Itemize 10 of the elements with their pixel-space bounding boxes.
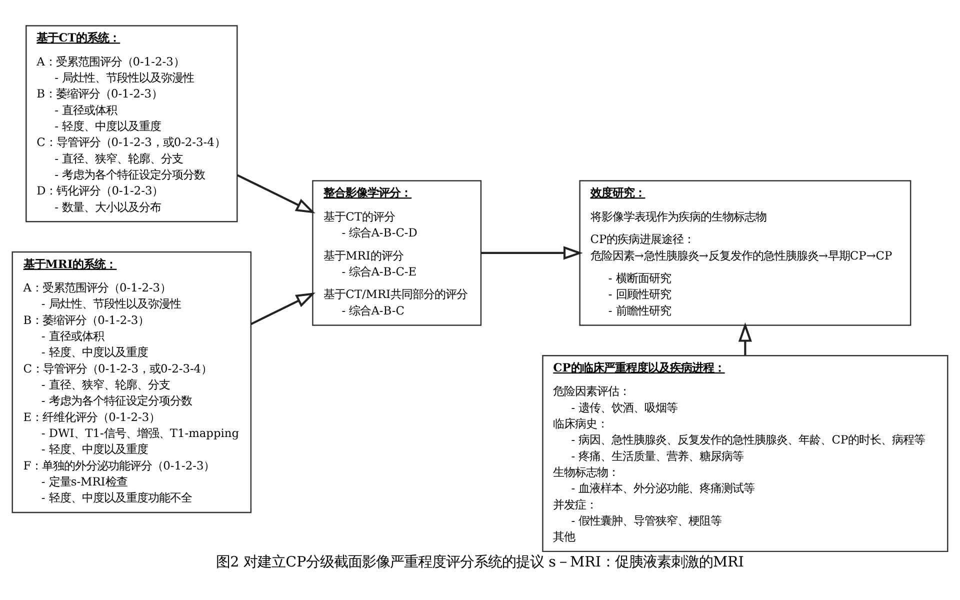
arrow [236, 174, 316, 213]
arrow [738, 322, 752, 356]
node-box: 效度研究： 将影像学表现作为疾病的生物标志物 CP的疾病进展途径： 危险因素→急性胰腺炎→反复发作的急性胰腺炎→早期CP→CP - 横断面研究 - 回顾性研究 - 前瞻性研究 [579, 180, 912, 326]
node-box: 基于MRI的系统： A：受累范围评分（0-1-2-3） - 局灶性、节段性以及弥漫性 B：萎缩评分（0-1-2-3） - 直径或体积 - 轻度、中度以及重度 C：导管评分（0-1-2-3，或0-2-3-4） - 直径、狭窄、轮廓、分支 - 考虑为各个特征设定分项分数 E：纤维化评分（0-1-2-3） - DWI、T1-信号、增强、T1-mapping - 轻度、中度以及重度 F：单独的外分泌功能评分（0-1-2-3） - 定量s-MRI检查 - 轻度、中度以及重度功能不全 [12, 250, 252, 513]
arrow [250, 292, 316, 324]
caption: 图2 对建立CP分级截面影像严重程度评分系统的提议 s－MRI：促胰液素刺激的MRI [216, 554, 744, 570]
node-box: 整合影像学评分： 基于CT的评分 - 综合A-B-C-D 基于MRI的评分 - 综合A-B-C-E 基于CT/MRI共同部分的评分 - 综合A-B-C [312, 180, 482, 326]
node-box: 基于CT的系统： A：受累范围评分（0-1-2-3） - 局灶性、节段性以及弥漫性 B：萎缩评分（0-1-2-3） - 直径或体积 - 轻度、中度以及重度 C：导管评分（0-1-2-3，或0-2-3-4） - 直径、狭窄、轮廓、分支 - 考虑为各个特征设定分项分数 D：钙化评分（0-1-2-3） - 数量、大小以及分布 [26, 24, 238, 222]
node-box: CP的临床严重程度以及疾病进程： 危险因素评估： - 遗传、饮酒、吸烟等 临床病史： - 病因、急性胰腺炎、反复发作的急性胰腺炎、年龄、CP的时长、病程等 - 疼痛、生活质量、营养、糖尿病等 生物标志物： - 血液样本、外分泌功能、疼痛测试等 并发症： - 假性囊肿、导管狭窄、梗阻等 其他 [542, 354, 948, 552]
arrow [481, 246, 583, 260]
